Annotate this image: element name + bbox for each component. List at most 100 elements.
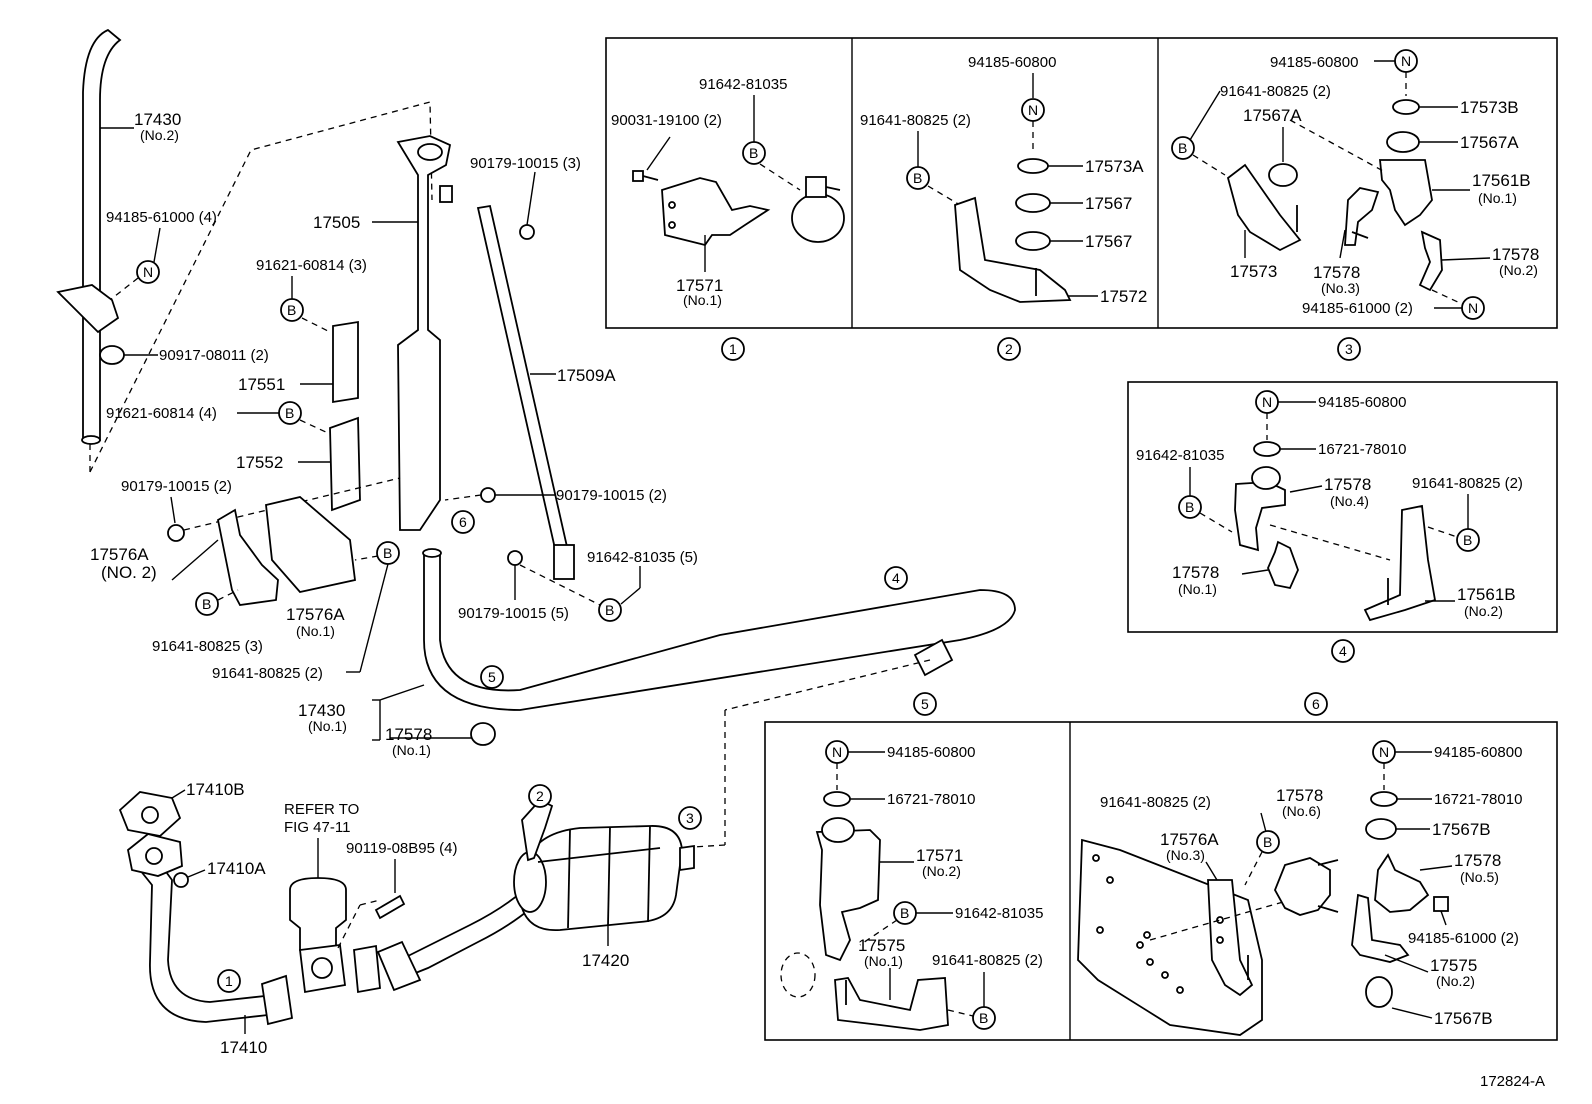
p3-label-l: (No.2) xyxy=(1499,262,1538,278)
svg-text:N: N xyxy=(1401,53,1411,69)
svg-text:B: B xyxy=(1263,834,1272,850)
main-assembly: 17430 (No.2) 94185-61000 (4) N 90917-080… xyxy=(56,28,1016,1057)
svg-text:N: N xyxy=(832,744,842,760)
svg-text:3: 3 xyxy=(686,810,694,826)
p5-label-b: 16721-78010 xyxy=(887,791,975,808)
label-17410: 17410 xyxy=(220,1038,267,1057)
svg-text:(NO. 2): (NO. 2) xyxy=(101,563,157,582)
plate-holes xyxy=(1092,854,1224,994)
panel-6: N 94185-60800 16721-78010 91641-80825 (2… xyxy=(1077,740,1522,1036)
bracket-17572-shape xyxy=(954,196,1072,303)
svg-text:1: 1 xyxy=(225,973,233,989)
cushion-17567b-bottom xyxy=(1365,976,1393,1008)
svg-text:4: 4 xyxy=(1339,643,1347,659)
svg-text:1: 1 xyxy=(729,341,737,357)
label-17430-no2: 17430 xyxy=(134,110,181,129)
p5-label-c: 17571 xyxy=(916,846,963,865)
clamp-17578-no1-p4 xyxy=(1267,540,1299,590)
label-91641-80825-3: 91641-80825 (3) xyxy=(152,638,263,655)
svg-text:(No.1): (No.1) xyxy=(392,742,431,758)
label-17410a: 17410A xyxy=(207,859,266,878)
callout-2: 2 xyxy=(997,337,1021,361)
svg-text:(No.1): (No.1) xyxy=(308,718,347,734)
gasket-plate xyxy=(353,944,381,994)
p3-label-a: 94185-60800 xyxy=(1270,54,1358,71)
svg-text:2: 2 xyxy=(1005,341,1013,357)
nut-90179-c xyxy=(167,524,185,542)
p4-label-j: (No.2) xyxy=(1464,603,1503,619)
clamp-17578-no2 xyxy=(1418,230,1443,292)
nut-90179-d xyxy=(507,550,523,566)
svg-text:N: N xyxy=(143,264,153,280)
p6-label-n: 17567B xyxy=(1434,1009,1493,1028)
p4-label-g: 17578 xyxy=(1172,563,1219,582)
cushion-17567a-b xyxy=(1386,131,1420,153)
panel-1: 91642-81035 B 90031-19100 (2) 17571 (No.… xyxy=(611,76,845,308)
callout-5: 5 xyxy=(913,692,937,716)
label-fig: FIG 47-11 xyxy=(284,819,350,836)
p4-label-c: 91642-81035 xyxy=(1136,447,1224,464)
p6-label-d: 17578 xyxy=(1276,786,1323,805)
clamp-part xyxy=(791,176,845,243)
hanger-bracket xyxy=(56,284,120,334)
p6-label-j: (No.5) xyxy=(1460,869,1499,885)
p4-label-a: 94185-60800 xyxy=(1318,394,1406,411)
clamp-17578-no6 xyxy=(1274,857,1331,916)
svg-text:4: 4 xyxy=(892,570,900,586)
p3-label-c: 17567A xyxy=(1243,106,1302,125)
svg-text:B: B xyxy=(383,545,392,561)
tail-pipe-no1 xyxy=(423,552,1016,711)
p3-label-k: 17578 xyxy=(1492,245,1539,264)
washer-16721-p5 xyxy=(823,791,851,807)
svg-text:B: B xyxy=(913,170,922,186)
clamp-dashed xyxy=(780,952,816,998)
label-17576a-no1: 17576A xyxy=(286,605,345,624)
p3-label-d: 17573B xyxy=(1460,98,1519,117)
washer-17573a xyxy=(1017,158,1049,174)
panel-3: 94185-60800 N 91641-80825 (2) B 17567A 1… xyxy=(1171,49,1539,320)
panel-4: N 94185-60800 16721-78010 91642-81035 B … xyxy=(1136,390,1523,622)
p4-label-h: (No.1) xyxy=(1178,581,1217,597)
callout-1: 1 xyxy=(721,337,745,361)
svg-text:B: B xyxy=(285,405,294,421)
p6-label-g: (No.3) xyxy=(1166,847,1205,863)
clamp-17578-no5 xyxy=(1374,853,1430,913)
p6-label-b: 16721-78010 xyxy=(1434,791,1522,808)
svg-text:6: 6 xyxy=(459,514,467,530)
p3-label-g: (No.1) xyxy=(1478,190,1517,206)
svg-text:5: 5 xyxy=(921,696,929,712)
svg-text:B: B xyxy=(1178,140,1187,156)
label-90179-10015-5: 90179-10015 (5) xyxy=(458,605,569,622)
p1-label-d: (No.1) xyxy=(683,292,722,308)
p6-label-e: (No.6) xyxy=(1282,803,1321,819)
label-17430-no1: 17430 xyxy=(298,701,345,720)
p3-label-i: 17578 xyxy=(1313,263,1360,282)
p4-label-b: 16721-78010 xyxy=(1318,441,1406,458)
p1-label-a: 91642-81035 xyxy=(699,76,787,93)
svg-text:B: B xyxy=(979,1010,988,1026)
washer-16721-p6 xyxy=(1370,791,1398,807)
cushion-17567-a xyxy=(1015,193,1051,213)
label-17509a: 17509A xyxy=(557,366,616,385)
svg-text:B: B xyxy=(1463,532,1472,548)
label-17552: 17552 xyxy=(236,453,283,472)
p3-label-f: 17561B xyxy=(1472,171,1531,190)
svg-text:B: B xyxy=(749,145,758,161)
p2-label-b: 91641-80825 (2) xyxy=(860,112,971,129)
svg-text:N: N xyxy=(1379,744,1389,760)
svg-text:B: B xyxy=(900,905,909,921)
label-91621-60814-4: 91621-60814 (4) xyxy=(106,405,217,422)
p5-label-d: (No.2) xyxy=(922,863,961,879)
svg-text:(No.2): (No.2) xyxy=(140,127,179,143)
p6-label-l: 17575 xyxy=(1430,956,1477,975)
label-90179-10015-2a: 90179-10015 (2) xyxy=(556,487,667,504)
svg-text:6: 6 xyxy=(1312,696,1320,712)
svg-text:N: N xyxy=(1028,102,1038,118)
cushion-17567a xyxy=(1268,163,1298,187)
p1-label-b: 90031-19100 (2) xyxy=(611,112,722,129)
label-17551: 17551 xyxy=(238,375,285,394)
label-91642-81035-5: 91642-81035 (5) xyxy=(587,549,698,566)
clamp-17578-main xyxy=(470,722,496,746)
